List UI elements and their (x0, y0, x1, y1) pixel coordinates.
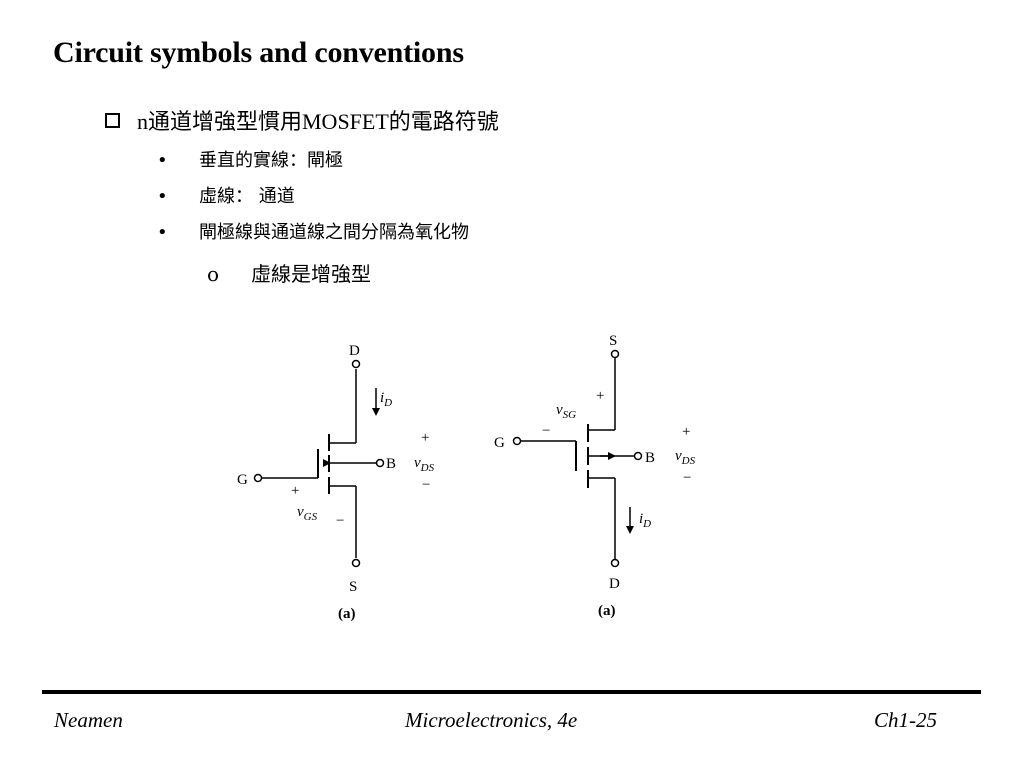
sub-bullet-3: • 閘極線與通道線之間分隔為氧化物 (157, 218, 469, 244)
square-bullet-icon (105, 112, 120, 128)
figure-caption-b: (a) (598, 603, 616, 619)
terminal-b-label: B (386, 456, 396, 472)
dot-bullet-icon: • (157, 186, 168, 207)
main-bullet: n通道增強型慣用MOSFET的電路符號 (105, 104, 499, 136)
pmos-labels-b: S G D B + vSG − + vDS − iD (a) (494, 333, 696, 619)
current-label: iD (380, 390, 392, 409)
terminal-g-label: G (237, 472, 248, 488)
terminal-b-label: B (645, 450, 655, 466)
subsub-bullet-text: 虛線是增強型 (251, 262, 371, 286)
sub-bullet-text: 虛線： 通道 (199, 186, 295, 207)
vsg-plus: + (596, 388, 604, 404)
vgs-plus: + (291, 483, 299, 499)
footer-divider (42, 690, 981, 694)
footer-page-number: Ch1-25 (874, 708, 937, 732)
subsub-bullet: o 虛線是增強型 (207, 258, 371, 287)
terminal-s-label: S (609, 333, 617, 349)
sub-bullet-2: • 虛線： 通道 (157, 182, 295, 208)
nmos-symbol-a (253, 359, 385, 568)
sub-bullet-1: • 垂直的實線：閘極 (157, 146, 343, 172)
footer-author: Neamen (54, 708, 123, 732)
sub-bullet-text: 閘極線與通道線之間分隔為氧化物 (199, 222, 469, 243)
vgs-minus: − (336, 513, 344, 529)
vgs-label: vGS (297, 504, 318, 523)
subsub-marker: o (207, 262, 220, 286)
vds-minus: − (683, 470, 691, 486)
vds-minus: − (422, 477, 430, 493)
footer-book-title: Microelectronics, 4e (405, 708, 578, 732)
sub-bullet-text: 垂直的實線：閘極 (199, 150, 343, 171)
slide-title: Circuit symbols and conventions (53, 36, 464, 69)
main-bullet-text: n通道增強型慣用MOSFET的電路符號 (137, 109, 499, 134)
vds-label: vDS (675, 448, 696, 467)
terminal-d-label: D (609, 576, 620, 592)
terminal-d-label: D (349, 343, 360, 359)
terminal-s-label: S (349, 579, 357, 595)
nmos-labels-a: D G S B iD + vDS − + vGS − (a) (237, 343, 435, 622)
vds-plus: + (682, 424, 690, 440)
dot-bullet-icon: • (157, 222, 168, 243)
vds-plus: + (421, 430, 429, 446)
vds-label: vDS (414, 455, 435, 474)
current-label: iD (639, 511, 651, 530)
vsg-minus: − (542, 423, 550, 439)
dot-bullet-icon: • (157, 150, 168, 171)
figure-caption-a: (a) (338, 606, 356, 622)
pmos-symbol-b (512, 349, 643, 568)
terminal-g-label: G (494, 435, 505, 451)
vsg-label: vSG (556, 402, 576, 421)
